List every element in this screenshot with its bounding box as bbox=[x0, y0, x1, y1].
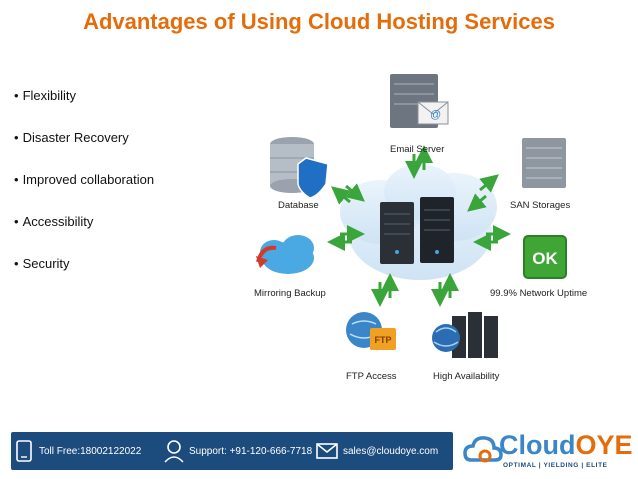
connection-arrows bbox=[327, 145, 511, 307]
mirroring-backup-label: Mirroring Backup bbox=[254, 288, 326, 299]
san-storages-label: SAN Storages bbox=[510, 200, 571, 211]
ftp-access-icon: FTP bbox=[346, 312, 396, 350]
list-item: •Security bbox=[14, 256, 70, 271]
mirroring-backup-icon bbox=[256, 235, 314, 274]
contact-footer: Toll Free:18002122022 Support: +91-120-6… bbox=[11, 432, 453, 470]
advantages-list: •Flexibility •Disaster Recovery •Improve… bbox=[14, 88, 154, 298]
svg-text:@: @ bbox=[430, 109, 441, 121]
svg-text:OK: OK bbox=[532, 249, 558, 268]
brand-tagline: OPTIMAL | YIELDING | ELITE bbox=[503, 462, 608, 469]
cloud-hosting-diagram: @ bbox=[240, 62, 620, 392]
database-label: Database bbox=[278, 200, 319, 211]
phone-icon bbox=[16, 440, 32, 462]
ok-badge-icon: OK bbox=[523, 235, 567, 279]
brand-name: CloudOYE bbox=[499, 430, 633, 460]
support-number: Support: +91-120-666-7718 bbox=[189, 446, 313, 457]
cloud-logo-icon bbox=[463, 436, 503, 463]
email-server-label: Email Server bbox=[390, 144, 445, 155]
ftp-access-label: FTP Access bbox=[346, 371, 397, 382]
list-item: •Disaster Recovery bbox=[14, 130, 129, 145]
cloud-icon bbox=[340, 164, 497, 280]
support-agent-icon bbox=[164, 440, 184, 463]
san-storage-icon bbox=[522, 138, 566, 188]
high-availability-icon bbox=[432, 312, 498, 358]
slide-title: Advantages of Using Cloud Hosting Servic… bbox=[83, 9, 555, 34]
envelope-icon bbox=[316, 443, 338, 459]
email-server-icon: @ bbox=[390, 74, 449, 128]
list-item: •Improved collaboration bbox=[14, 172, 155, 187]
high-availability-label: High Availability bbox=[433, 371, 500, 382]
list-item: •Flexibility bbox=[14, 88, 77, 103]
svg-text:FTP: FTP bbox=[375, 335, 392, 345]
cloudoye-logo: CloudOYE OPTIMAL | YIELDING | ELITE bbox=[463, 428, 635, 474]
shield-icon bbox=[297, 157, 329, 199]
list-item: •Accessibility bbox=[14, 214, 94, 229]
diagram-graphics: @ bbox=[256, 74, 567, 358]
server-rack-icon bbox=[380, 197, 454, 264]
network-uptime-label: 99.9% Network Uptime bbox=[490, 288, 588, 299]
toll-free-number: Toll Free:18002122022 bbox=[39, 446, 142, 457]
sales-email: sales@cloudoye.com bbox=[343, 446, 439, 457]
